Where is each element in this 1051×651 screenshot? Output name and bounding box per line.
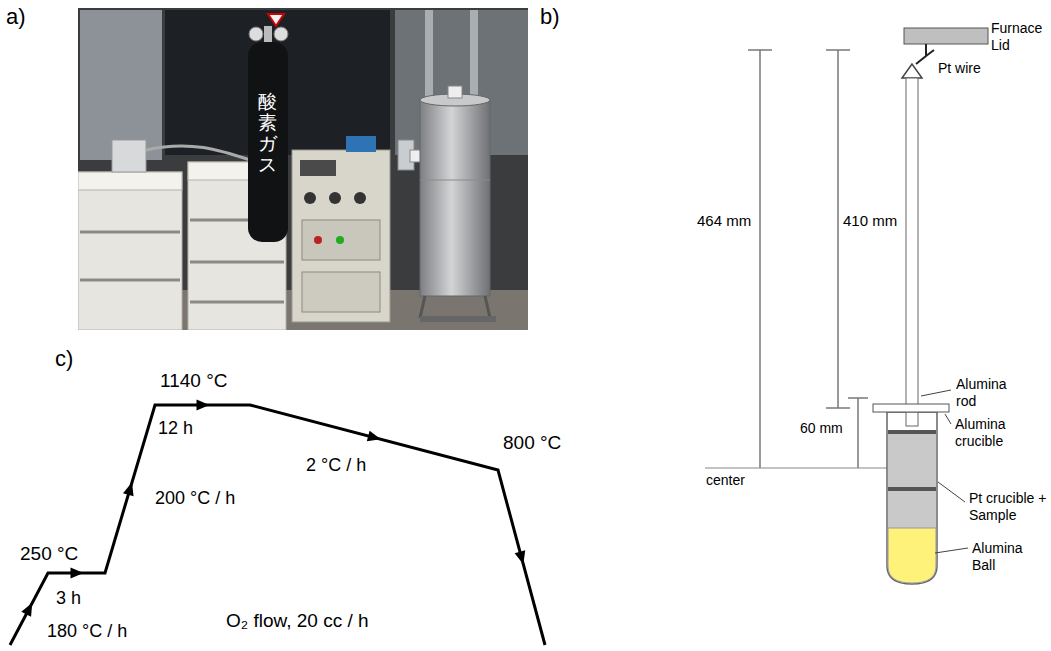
leader-line xyxy=(935,548,968,553)
furnace-leg xyxy=(485,296,490,318)
cabinet-top xyxy=(78,172,182,190)
direction-arrow xyxy=(123,481,137,497)
scale-base xyxy=(420,316,496,322)
direction-arrow xyxy=(515,550,529,565)
part-name: Alumina Ball xyxy=(972,540,1042,574)
part-name: Pt wire xyxy=(938,60,981,77)
dimension-tick xyxy=(848,397,868,399)
temperature-label: 250 °C xyxy=(20,543,78,566)
duration-label: 3 h xyxy=(56,588,81,610)
controller-panel xyxy=(302,272,380,312)
crucible-flange xyxy=(873,404,949,412)
pt-wire xyxy=(916,44,934,64)
dimension-line xyxy=(837,50,839,408)
panel-letter: b) xyxy=(540,4,560,30)
lab-photo xyxy=(78,8,528,330)
dimension-label: 60 mm xyxy=(800,420,843,437)
oxygen-cylinder xyxy=(248,42,288,242)
wire-loop xyxy=(902,64,922,78)
pt-crucible-rim xyxy=(888,487,936,491)
alumina-crucible xyxy=(887,412,937,584)
pressure-gauge xyxy=(274,27,288,41)
direction-arrow xyxy=(21,600,37,617)
reference-label: center xyxy=(706,472,745,489)
part-name: Alumina rod xyxy=(956,376,1026,410)
drawer-line xyxy=(190,261,284,264)
dimension-line xyxy=(759,50,761,468)
direction-arrow xyxy=(197,400,210,411)
rate-label: 180 °C / h xyxy=(47,621,127,643)
crucible-schematic xyxy=(705,28,988,584)
leader-line xyxy=(921,390,951,396)
indicator-lamp xyxy=(336,236,344,244)
dimension-line xyxy=(857,398,859,468)
dimension-label: 410 mm xyxy=(843,212,897,230)
warning-sign xyxy=(268,14,284,26)
center-line xyxy=(705,467,887,468)
window-panel xyxy=(80,10,162,160)
part-name: Furnace Lid xyxy=(991,20,1047,54)
flow-meter xyxy=(112,140,146,172)
panel-letter: a) xyxy=(6,4,26,30)
drawer-line xyxy=(80,231,180,234)
part-name: Alumina crucible xyxy=(955,416,1025,450)
temperature-label: 800 °C xyxy=(503,432,561,455)
drawer-line xyxy=(190,301,284,304)
controller-panel xyxy=(302,220,380,260)
controller-dial xyxy=(304,192,316,204)
drawer-cabinet xyxy=(78,172,182,330)
duration-label: 12 h xyxy=(158,418,193,440)
thermometer-unit xyxy=(346,136,376,152)
controller-display xyxy=(300,160,336,176)
pt-crucible xyxy=(888,430,936,528)
indicator-lamp xyxy=(314,236,322,244)
part-name: Pt crucible + Sample xyxy=(969,490,1047,524)
leader-line xyxy=(938,482,965,502)
temperature-profile xyxy=(10,400,545,646)
temperature-controller xyxy=(292,150,390,322)
cylinder-valve xyxy=(264,26,272,42)
direction-arrow xyxy=(367,431,382,445)
atmosphere-label: O₂ flow, 20 cc / h xyxy=(226,610,369,633)
vertical-furnace xyxy=(420,100,490,296)
temperature-curve xyxy=(10,405,545,645)
alumina-rod xyxy=(906,78,918,426)
dimension-tick xyxy=(748,49,772,51)
drawer-line xyxy=(80,279,180,282)
alumina-rod xyxy=(906,412,918,426)
rate-label: 2 °C / h xyxy=(306,455,366,477)
rate-label: 200 °C / h xyxy=(155,488,235,510)
pt-crucible-rim xyxy=(888,430,936,434)
leader-line xyxy=(945,414,951,424)
furnace-lid xyxy=(904,28,988,44)
furnace-port xyxy=(448,86,462,98)
alumina-ball xyxy=(888,528,936,583)
dimension-tick xyxy=(826,407,850,409)
direction-arrow xyxy=(71,568,84,579)
gas-tube xyxy=(146,146,250,160)
furnace-leg xyxy=(420,296,425,318)
photo-background xyxy=(78,8,528,330)
dimension-label: 464 mm xyxy=(697,212,751,230)
panel-letter: c) xyxy=(55,346,73,372)
furnace-band xyxy=(420,180,490,181)
controller-dial xyxy=(354,192,366,204)
controller-dial xyxy=(329,192,341,204)
cylinder-text: 酸素ガス xyxy=(258,92,277,176)
temperature-label: 1140 °C xyxy=(160,370,227,393)
pressure-gauge xyxy=(249,27,263,41)
dimension-tick xyxy=(826,49,850,51)
